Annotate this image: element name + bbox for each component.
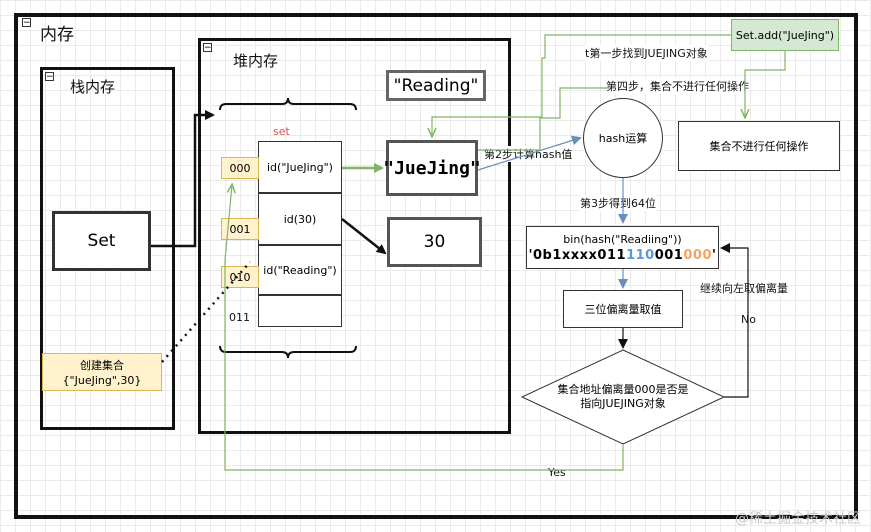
memory-title: 内存 bbox=[40, 25, 74, 45]
binary-orange-bits: 000 bbox=[683, 248, 712, 263]
binary-prefix: '0b1xxxx011 bbox=[528, 248, 627, 263]
heap-title: 堆内存 bbox=[233, 52, 279, 70]
watermark: @稀土掘金技术社区 bbox=[735, 511, 861, 527]
step4-arrow bbox=[745, 51, 786, 117]
binary-box: bin(hash("Readiing")) '0b1xxxx0111100010… bbox=[526, 226, 719, 269]
bottom-brace bbox=[219, 345, 357, 359]
address-tag: 000 bbox=[221, 157, 259, 179]
set-reference-box: Set bbox=[52, 211, 151, 271]
step4-label: 第四步，集合不进行任何操作 bbox=[606, 78, 749, 94]
collapse-icon[interactable]: − bbox=[203, 43, 212, 53]
stack-container bbox=[40, 67, 175, 430]
create-set-note-line1: 创建集合 bbox=[80, 359, 124, 372]
table-row: id("Reading") bbox=[258, 245, 342, 295]
step3-label: 第3步得到64位 bbox=[580, 195, 656, 211]
cell-value: id(30) bbox=[283, 212, 317, 226]
heap-container bbox=[198, 38, 511, 434]
note-dotted-line bbox=[161, 261, 251, 363]
hash-to-step4-line bbox=[478, 87, 610, 151]
create-set-note-line2: {"JueJing",30} bbox=[62, 374, 142, 387]
thirty-object: 30 bbox=[387, 217, 482, 267]
table-row: id("JueJing") bbox=[258, 141, 342, 193]
stack-title: 栈内存 bbox=[70, 78, 116, 96]
set-label: set bbox=[273, 125, 290, 138]
decision-text: 集合地址偏离量000是否是 指向JUEJING对象 bbox=[532, 383, 714, 411]
binary-value: '0b1xxxx011110001000' bbox=[527, 248, 718, 263]
yes-label: Yes bbox=[548, 466, 566, 479]
offset-box: 三位偏离量取值 bbox=[563, 290, 683, 328]
yes-path-arrow bbox=[224, 185, 624, 471]
collapse-icon[interactable]: − bbox=[22, 18, 31, 28]
step2-arrow bbox=[477, 135, 582, 171]
step1-label: t第一步找到JUEJING对象 bbox=[585, 45, 708, 61]
address-tag: 001 bbox=[221, 218, 259, 240]
hash-circle: hash运算 bbox=[583, 98, 663, 178]
table-row: id(30) bbox=[258, 193, 342, 245]
create-set-note: 创建集合 {"JueJing",30} bbox=[42, 353, 162, 391]
binary-black-bits: 001 bbox=[654, 248, 684, 263]
table-row bbox=[258, 295, 342, 327]
no-loop-arrow bbox=[720, 243, 749, 398]
decision-line2: 指向JUEJING对象 bbox=[580, 397, 666, 410]
step1-arrow bbox=[432, 34, 731, 136]
address-label: 011 bbox=[229, 311, 250, 324]
top-brace bbox=[219, 97, 357, 111]
cell-value: id("JueJing") bbox=[267, 160, 333, 174]
continue-left-label: 继续向左取偏离量 bbox=[700, 280, 788, 296]
reading-object: "Reading" bbox=[386, 70, 486, 101]
address-tag: 010 bbox=[221, 266, 259, 288]
decision-line1: 集合地址偏离量000是否是 bbox=[557, 383, 689, 396]
set-pointer-arrow bbox=[151, 110, 215, 248]
binary-suffix: ' bbox=[712, 248, 717, 263]
binary-expression: bin(hash("Readiing")) bbox=[563, 233, 682, 246]
juejing-object: "JueJing" bbox=[383, 140, 481, 196]
memory-container bbox=[14, 13, 858, 519]
binary-blue-bits: 110 bbox=[626, 248, 655, 263]
collapse-icon[interactable]: − bbox=[45, 72, 54, 82]
cell-value: id("Reading") bbox=[263, 263, 337, 277]
pointer-30-arrow bbox=[341, 218, 387, 255]
no-op-box: 集合不进行任何操作 bbox=[678, 121, 840, 171]
set-add-call: Set.add("JueJing") bbox=[731, 19, 839, 51]
